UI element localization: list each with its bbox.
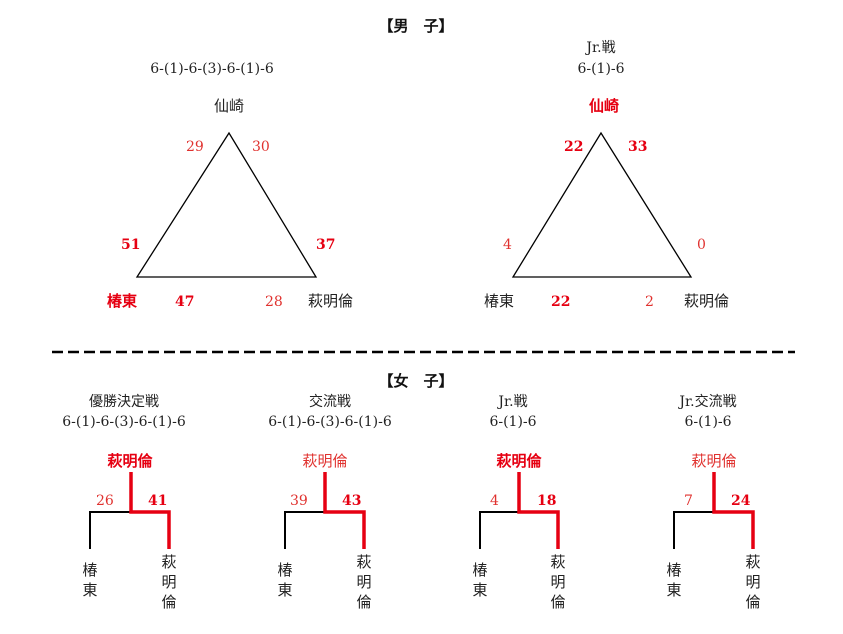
women-bracket-2-winner: 萩明倫 [302, 452, 348, 470]
women-bracket-3-right-team: 萩明倫 [550, 553, 566, 611]
bracket-1-lines [89, 472, 171, 549]
women-bracket-2-right-team: 萩明倫 [356, 553, 372, 611]
men-right-format: 6-(1)-6 [577, 61, 625, 77]
women-bracket-2-left-score: 39 [290, 493, 308, 509]
men-right-bl-team: 椿東 [484, 292, 515, 310]
men-right-score-left-top: 4 [503, 237, 512, 253]
women-bracket-4-format: 6-(1)-6 [684, 414, 732, 430]
women-bracket-3-title: Jr.戦 [498, 394, 528, 410]
men-left-triangle [135, 131, 318, 278]
women-bracket-1-right-team: 萩明倫 [161, 553, 177, 611]
women-bracket-4-right-team: 萩明倫 [745, 553, 761, 611]
women-bracket-1-left-score: 26 [96, 493, 114, 509]
men-left-format: 6-(1)-6-(3)-6-(1)-6 [150, 61, 274, 77]
women-bracket-1-format: 6-(1)-6-(3)-6-(1)-6 [62, 414, 186, 430]
men-left-score-top-right: 30 [252, 139, 270, 155]
men-left-score-top-left: 29 [186, 139, 204, 155]
men-left-score-right-top: 37 [316, 237, 336, 253]
bracket-3-lines [479, 472, 560, 549]
bracket-2-lines [284, 472, 366, 549]
women-bracket-3-right-score: 18 [537, 493, 557, 509]
women-bracket-1-right-score: 41 [148, 493, 168, 509]
bracket-4-lines [673, 472, 755, 549]
women-bracket-3-left-score: 4 [490, 493, 499, 509]
men-header: 【男 子】 [378, 17, 454, 35]
women-bracket-2-right-score: 43 [342, 493, 362, 509]
women-bracket-3-format: 6-(1)-6 [489, 414, 537, 430]
men-left-bl-team: 椿東 [107, 292, 138, 310]
women-bracket-1-title: 優勝決定戦 [89, 394, 159, 410]
women-bracket-2-title: 交流戦 [309, 394, 351, 410]
men-right-score-bottom-right: 2 [645, 294, 654, 310]
women-bracket-3-winner: 萩明倫 [496, 452, 542, 470]
men-right-score-top-right: 33 [628, 139, 648, 155]
women-bracket-2-left-team: 椿東 [277, 561, 293, 599]
women-bracket-4-title: Jr.交流戦 [679, 394, 737, 410]
men-right-score-top-left: 22 [564, 139, 584, 155]
men-left-score-bottom-right: 28 [265, 294, 283, 310]
women-bracket-1-winner: 萩明倫 [107, 452, 153, 470]
women-bracket-4-winner: 萩明倫 [691, 452, 737, 470]
men-right-score-right-top: 0 [697, 237, 706, 253]
women-bracket-2-format: 6-(1)-6-(3)-6-(1)-6 [268, 414, 392, 430]
women-bracket-1-left-team: 椿東 [82, 561, 98, 599]
men-left-br-team: 萩明倫 [308, 292, 354, 310]
men-right-score-bottom-left: 22 [551, 294, 571, 310]
men-left-score-left-top: 51 [121, 237, 141, 253]
women-header: 【女 子】 [378, 372, 454, 390]
men-right-top-team: 仙崎 [588, 97, 620, 115]
women-bracket-4-right-score: 24 [731, 493, 751, 509]
men-left-score-bottom-left: 47 [175, 294, 195, 310]
men-right-br-team: 萩明倫 [684, 292, 730, 310]
men-right-title: Jr.戦 [586, 40, 616, 56]
women-bracket-4-left-score: 7 [684, 493, 693, 509]
women-bracket-4-left-team: 椿東 [666, 561, 682, 599]
men-left-top-team: 仙崎 [213, 97, 245, 115]
women-bracket-3-left-team: 椿東 [472, 561, 488, 599]
men-right-triangle [511, 131, 693, 278]
